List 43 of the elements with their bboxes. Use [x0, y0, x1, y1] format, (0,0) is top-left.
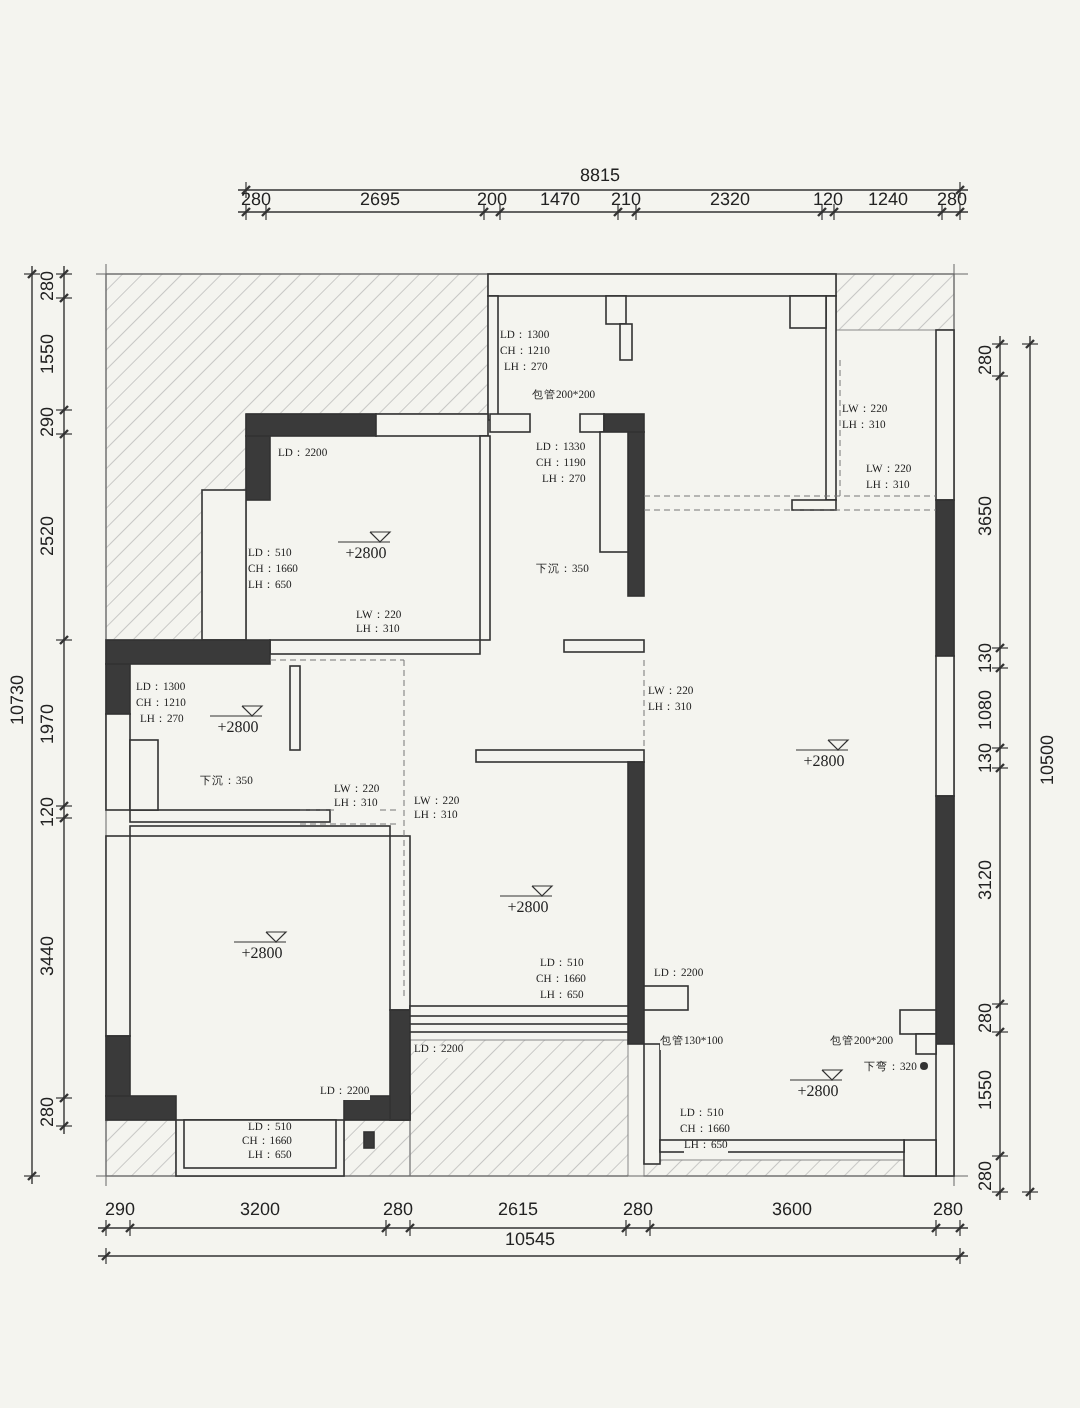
dimension-label: 280 [39, 270, 57, 302]
dimension-label: 200 [476, 191, 508, 209]
elevation-label: +2800 [345, 546, 387, 562]
dimension-label: 3120 [977, 859, 995, 901]
dimension-label: 280 [977, 1160, 995, 1192]
dimension-label: 280 [977, 1002, 995, 1034]
elevation-label: +2800 [241, 946, 283, 962]
dimension-label: 1550 [977, 1069, 995, 1111]
dimension-label: 1470 [539, 191, 581, 209]
dimension-label: 3650 [977, 495, 995, 537]
dimension-label: 2695 [359, 191, 401, 209]
dimension-label: 280 [977, 344, 995, 376]
dimension-label: 3600 [771, 1201, 813, 1219]
elevation-label: +2800 [803, 754, 845, 770]
dimension-label: 280 [39, 1096, 57, 1128]
dimension-label: 3440 [39, 935, 57, 977]
dimension-label: 280 [936, 191, 968, 209]
dimension-label: 280 [382, 1201, 414, 1219]
dimension-label: 120 [39, 796, 57, 828]
dimension-label: 120 [812, 191, 844, 209]
dimension-label: 130 [977, 742, 995, 774]
dimension-label: 2520 [39, 515, 57, 557]
elevation-label: +2800 [507, 900, 549, 916]
dimension-label: 1970 [39, 703, 57, 745]
dimension-label: 290 [39, 406, 57, 438]
dimension-label: 10500 [1039, 734, 1057, 786]
dimension-label: 2615 [497, 1201, 539, 1219]
dimension-label: 10545 [504, 1231, 556, 1249]
dimension-label: 2320 [709, 191, 751, 209]
elevation-label: +2800 [217, 720, 259, 736]
dimension-label: 1080 [977, 689, 995, 731]
dimension-label: 290 [104, 1201, 136, 1219]
dimension-label: 10730 [9, 674, 27, 726]
dimension-label: 3200 [239, 1201, 281, 1219]
dimension-label: 130 [977, 642, 995, 674]
dimension-label: 1550 [39, 333, 57, 375]
dimension-label: 8815 [579, 167, 621, 185]
dimension-label: 280 [932, 1201, 964, 1219]
dimension-label: 280 [622, 1201, 654, 1219]
dimension-label: 210 [610, 191, 642, 209]
dimension-label: 280 [240, 191, 272, 209]
dimension-label: 1240 [867, 191, 909, 209]
elevation-label: +2800 [797, 1084, 839, 1100]
